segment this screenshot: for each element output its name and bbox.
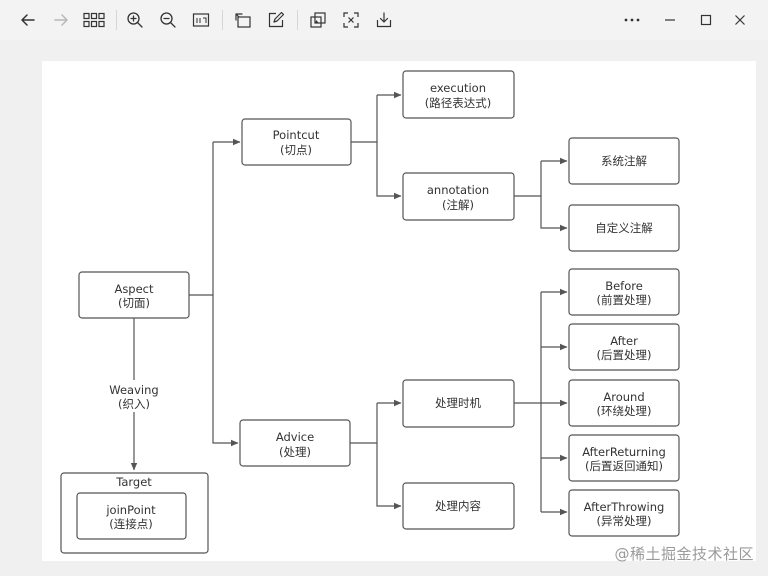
watermark: @稀土掘金技术社区 xyxy=(614,545,754,563)
download-icon[interactable] xyxy=(370,6,398,34)
target-label: Target xyxy=(115,475,152,489)
content-label: 处理内容 xyxy=(435,499,481,513)
custom-annotation-label: 自定义注解 xyxy=(595,221,653,235)
node-joinpoint xyxy=(76,492,187,540)
advice-sublabel: (处理) xyxy=(279,445,311,459)
recognize-text-icon[interactable] xyxy=(337,6,365,34)
connectors xyxy=(130,91,568,516)
before-label: Before xyxy=(605,279,643,293)
system-annotation-label: 系统注解 xyxy=(601,154,647,168)
connector-annotation-branch xyxy=(514,161,542,197)
node-system-annotation xyxy=(568,137,680,185)
more-options-icon[interactable] xyxy=(618,6,646,34)
back-arrow-icon[interactable] xyxy=(14,6,42,34)
node-around xyxy=(568,379,680,427)
toolbar xyxy=(0,0,768,40)
afterreturning-sublabel: (后置返回通知) xyxy=(585,459,663,473)
node-afterthrowing xyxy=(568,489,680,537)
toolbar-separator xyxy=(222,10,223,30)
connector-pointcut-branch xyxy=(351,95,378,143)
joinpoint-sublabel: (连接点) xyxy=(109,517,152,531)
zoom-out-icon[interactable] xyxy=(154,6,182,34)
node-advice xyxy=(239,419,351,467)
annotation-sublabel: (注解) xyxy=(442,198,474,212)
connector-advice-branch xyxy=(350,403,378,444)
connector-pointcut-annotation xyxy=(376,142,402,200)
maximize-icon[interactable] xyxy=(692,6,720,34)
edit-icon[interactable] xyxy=(262,6,290,34)
rotate-icon[interactable] xyxy=(229,6,257,34)
actual-size-icon[interactable] xyxy=(187,6,215,34)
advice-label: Advice xyxy=(276,430,314,444)
toolbar-separator xyxy=(116,10,117,30)
aspect-sublabel: (切面) xyxy=(118,296,150,310)
after-sublabel: (后置处理) xyxy=(597,348,652,362)
timing-label: 处理时机 xyxy=(435,396,481,410)
pointcut-sublabel: (切点) xyxy=(280,143,312,157)
execution-label: execution xyxy=(430,81,486,95)
grid-view-icon[interactable] xyxy=(80,6,108,34)
node-content xyxy=(402,482,515,530)
connector-advice-content xyxy=(376,443,402,510)
node-timing xyxy=(402,379,515,428)
node-pointcut xyxy=(241,118,352,166)
afterthrowing-label: AfterThrowing xyxy=(584,500,665,514)
around-label: Around xyxy=(603,390,644,404)
aspect-label: Aspect xyxy=(114,282,154,296)
connector-aspect-branch xyxy=(189,142,214,296)
node-aspect xyxy=(78,271,190,319)
node-annotation xyxy=(402,172,515,221)
crop-icon[interactable] xyxy=(304,6,332,34)
around-sublabel: (环绕处理) xyxy=(597,404,652,418)
minimize-icon[interactable] xyxy=(656,6,684,34)
execution-sublabel: (路径表达式) xyxy=(425,96,491,110)
connector-annotation-custom xyxy=(540,196,568,232)
node-after xyxy=(568,323,680,371)
toolbar-separator xyxy=(297,10,298,30)
weaving-label: Weaving xyxy=(109,383,158,397)
pointcut-label: Pointcut xyxy=(273,128,320,142)
zoom-in-icon[interactable] xyxy=(121,6,149,34)
joinpoint-label: joinPoint xyxy=(105,503,156,517)
forward-arrow-icon[interactable] xyxy=(47,6,75,34)
after-label: After xyxy=(610,334,638,348)
weaving-sublabel: (织入) xyxy=(118,397,150,411)
before-sublabel: (前置处理) xyxy=(597,293,652,307)
node-before xyxy=(568,268,680,316)
node-custom-annotation xyxy=(568,204,680,252)
afterthrowing-sublabel: (异常处理) xyxy=(597,514,652,528)
node-afterreturning xyxy=(568,434,680,482)
connector-aspect-advice xyxy=(212,295,239,447)
afterreturning-label: AfterReturning xyxy=(582,445,666,459)
node-execution xyxy=(402,70,515,119)
annotation-label: annotation xyxy=(427,183,489,197)
close-icon[interactable] xyxy=(726,6,754,34)
